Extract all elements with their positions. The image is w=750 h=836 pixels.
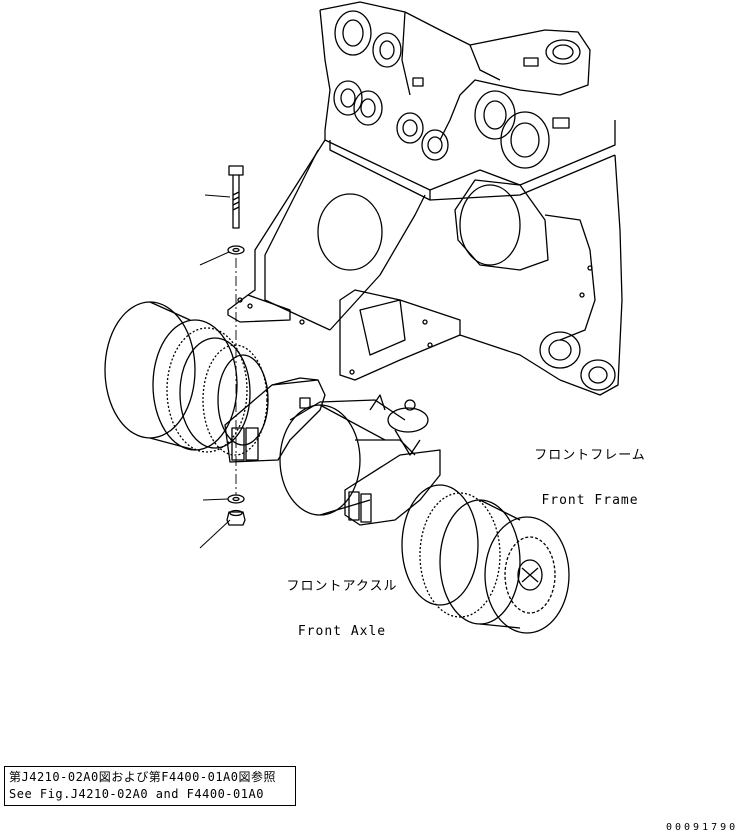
front-axle-label: フロントアクスル Front Axle	[282, 549, 402, 654]
drawing-number: 00091790	[666, 822, 739, 833]
front-frame-label: フロントフレーム Front Frame	[530, 418, 650, 523]
front-frame-label-en: Front Frame	[541, 493, 639, 508]
bolt-head	[228, 165, 244, 176]
front-frame-label-jp: フロントフレーム	[534, 448, 646, 463]
front-axle-label-en: Front Axle	[297, 624, 387, 639]
reference-note-jp: 第J4210-02A0図および第F4400-01A0図参照	[9, 770, 276, 784]
reference-note-en: See Fig.J4210-02A0 and F4400-01A0	[9, 787, 264, 801]
front-frame	[227, 1, 623, 396]
washer-top	[227, 245, 245, 255]
front-axle-label-jp: フロントアクスル	[286, 579, 398, 594]
nut	[226, 511, 246, 526]
mounting-hardware	[199, 165, 246, 549]
washer-bottom	[227, 494, 245, 504]
front-axle	[104, 301, 570, 634]
bolt-shank	[232, 175, 240, 229]
reference-note-box: 第J4210-02A0図および第F4400-01A0図参照 See Fig.J4…	[4, 766, 296, 806]
